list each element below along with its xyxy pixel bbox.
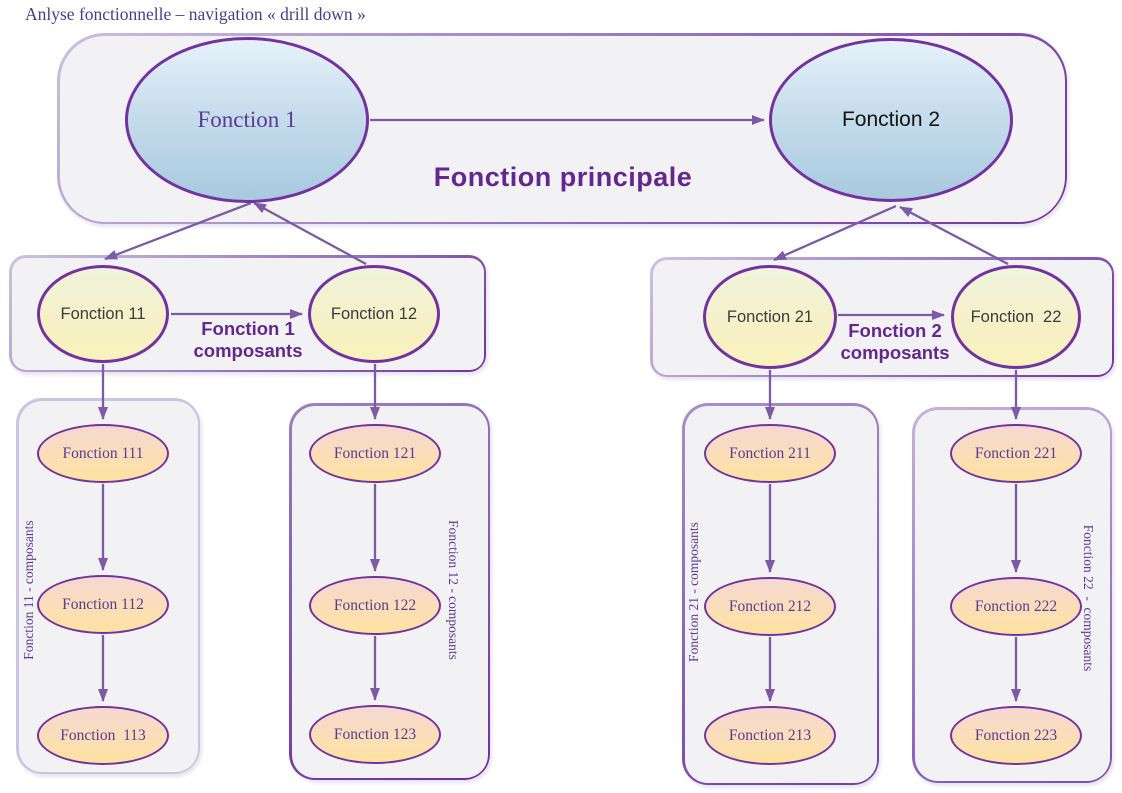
node-fonction-12-label: Fonction 12 xyxy=(330,304,418,323)
node-fonction-21: Fonction 21 xyxy=(703,265,837,369)
page-title: Anlyse fonctionnelle – navigation « dril… xyxy=(25,4,366,24)
node-fonction-213: Fonction 213 xyxy=(704,706,836,765)
node-fonction-111-label: Fonction 111 xyxy=(62,444,144,462)
components-frame-1-title: Fonction 1 composants xyxy=(193,318,303,361)
node-fonction-222: Fonction 222 xyxy=(950,577,1082,636)
node-fonction-122-label: Fonction 122 xyxy=(333,596,417,614)
node-fonction-2: Fonction 2 xyxy=(769,38,1013,202)
side-label-fonction-12: Fonction 12 - composants xyxy=(446,520,461,660)
main-frame-title: Fonction principale xyxy=(433,162,693,192)
node-fonction-223-label: Fonction 223 xyxy=(974,726,1058,744)
node-fonction-221: Fonction 221 xyxy=(950,424,1082,483)
node-fonction-112-label: Fonction 112 xyxy=(62,595,144,613)
node-fonction-111: Fonction 111 xyxy=(37,424,169,483)
node-fonction-213-label: Fonction 213 xyxy=(728,726,812,744)
node-fonction-11-label: Fonction 11 xyxy=(60,304,146,323)
node-fonction-22: Fonction 22 xyxy=(951,265,1081,369)
node-fonction-123-label: Fonction 123 xyxy=(333,725,417,743)
node-fonction-2-label: Fonction 2 xyxy=(841,108,941,131)
node-fonction-113-label: Fonction 113 xyxy=(60,726,146,744)
components-frame-2-title: Fonction 2 composants xyxy=(840,320,950,363)
node-fonction-12: Fonction 12 xyxy=(308,265,440,363)
node-fonction-123: Fonction 123 xyxy=(309,705,441,764)
node-fonction-223: Fonction 223 xyxy=(950,706,1082,765)
node-fonction-1: Fonction 1 xyxy=(125,37,369,203)
node-fonction-211: Fonction 211 xyxy=(704,424,836,483)
node-fonction-121-label: Fonction 121 xyxy=(333,444,417,462)
node-fonction-112: Fonction 112 xyxy=(37,575,169,634)
side-label-fonction-22: Fonction 22 - composants xyxy=(1081,524,1096,672)
node-fonction-113: Fonction 113 xyxy=(37,706,169,765)
node-fonction-212-label: Fonction 212 xyxy=(728,597,812,615)
node-fonction-211-label: Fonction 211 xyxy=(729,444,811,462)
node-fonction-222-label: Fonction 222 xyxy=(974,597,1058,615)
node-fonction-1-label: Fonction 1 xyxy=(197,107,297,132)
side-label-fonction-21: Fonction 21 - composants xyxy=(686,522,701,662)
node-fonction-121: Fonction 121 xyxy=(309,424,441,483)
node-fonction-22-label: Fonction 22 xyxy=(970,307,1062,326)
node-fonction-122: Fonction 122 xyxy=(309,576,441,635)
node-fonction-221-label: Fonction 221 xyxy=(974,444,1058,462)
node-fonction-21-label: Fonction 21 xyxy=(726,307,814,326)
node-fonction-11: Fonction 11 xyxy=(37,265,169,363)
node-fonction-212: Fonction 212 xyxy=(704,577,836,636)
side-label-fonction-11: Fonction 11 - composants xyxy=(21,520,36,660)
